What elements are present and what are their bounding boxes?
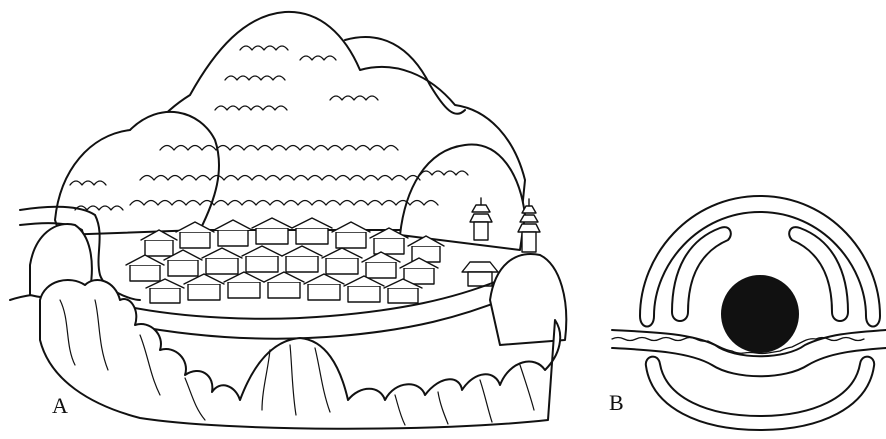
panel-b-illustration bbox=[612, 196, 886, 430]
panel-b-label: B bbox=[609, 392, 624, 414]
foreground-ridge bbox=[40, 280, 560, 429]
left-hill bbox=[55, 112, 219, 235]
central-disc bbox=[722, 276, 798, 352]
panel-a-illustration bbox=[10, 12, 566, 429]
panel-a-label: A bbox=[52, 395, 68, 417]
lower-arc bbox=[646, 357, 874, 430]
